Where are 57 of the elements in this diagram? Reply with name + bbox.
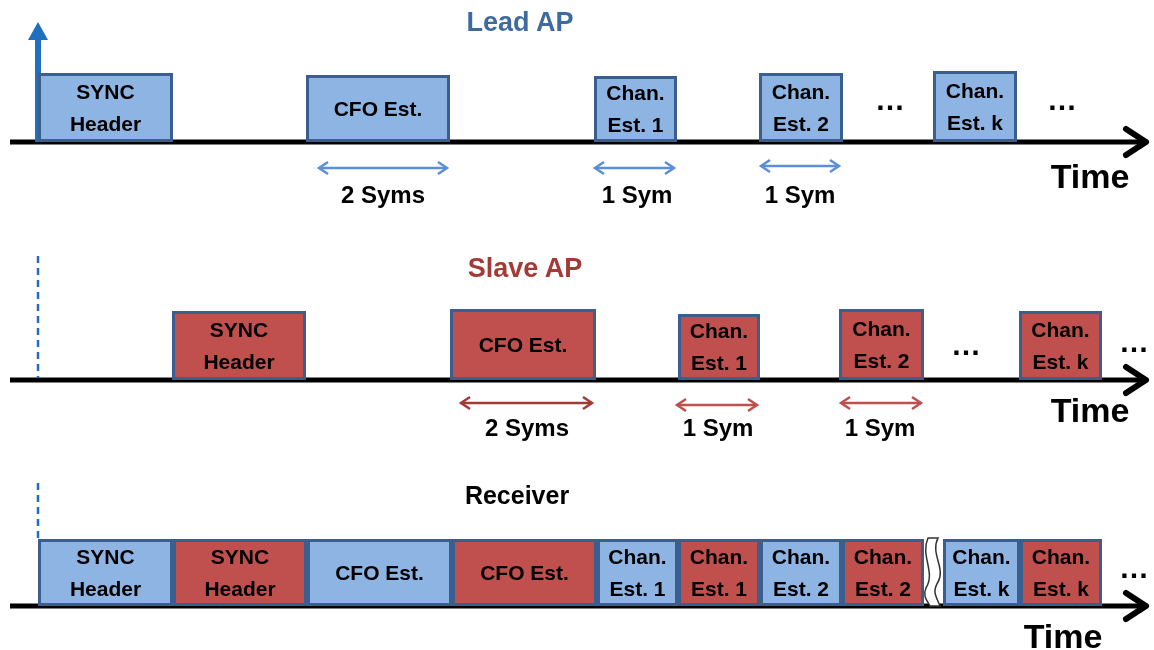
time-slot-block bbox=[1019, 311, 1102, 380]
duration-label: 1 Sym bbox=[601, 183, 673, 207]
block-label: CFO Est. bbox=[333, 95, 423, 122]
block-label: SYNC Header bbox=[203, 543, 277, 602]
time-slot-block bbox=[173, 539, 307, 606]
time-slot-block bbox=[1020, 539, 1102, 606]
section-title: Receiver bbox=[464, 482, 570, 508]
block-label: Chan. Est. 2 bbox=[852, 543, 914, 602]
duration-label: 1 Sym bbox=[844, 416, 916, 440]
ellipsis: … bbox=[1047, 85, 1077, 115]
block-label: Chan. Est. k bbox=[1030, 316, 1091, 375]
ellipsis: … bbox=[1119, 553, 1149, 583]
time-slot-block bbox=[307, 539, 452, 606]
time-slot-block bbox=[452, 539, 597, 606]
duration-label: 2 Syms bbox=[484, 416, 570, 440]
time-slot-block bbox=[842, 539, 924, 606]
time-slot-block bbox=[933, 71, 1017, 142]
time-slot-block bbox=[759, 73, 843, 142]
duration-label: 2 Syms bbox=[340, 183, 426, 207]
time-slot-block bbox=[678, 539, 760, 606]
time-slot-block bbox=[760, 539, 842, 606]
block-label: SYNC Header bbox=[68, 78, 143, 137]
block-label: CFO Est. bbox=[480, 559, 569, 586]
block-label: SYNC Header bbox=[202, 316, 276, 375]
block-label: Chan. Est. 1 bbox=[688, 543, 750, 602]
time-slot-block bbox=[38, 73, 173, 142]
section-title: Slave AP bbox=[467, 254, 583, 282]
section-title: Lead AP bbox=[466, 8, 574, 36]
block-label: Chan. Est. k bbox=[951, 543, 1012, 602]
duration-label: 1 Sym bbox=[682, 416, 754, 440]
block-label: Chan. Est. 1 bbox=[607, 543, 668, 602]
block-label: Chan. Est. k bbox=[1030, 543, 1092, 602]
axis-label: Time bbox=[1023, 619, 1103, 650]
time-slot-block bbox=[306, 75, 450, 142]
time-slot-block bbox=[172, 311, 306, 380]
block-label: Chan. Est. k bbox=[944, 77, 1006, 136]
time-slot-block bbox=[678, 314, 760, 380]
block-label: Chan. Est. 2 bbox=[770, 78, 832, 137]
block-label: Chan. Est. 1 bbox=[688, 318, 750, 376]
block-label: Chan. Est. 2 bbox=[851, 315, 912, 374]
time-slot-block bbox=[594, 76, 677, 142]
time-slot-block bbox=[943, 539, 1020, 606]
ellipsis: … bbox=[875, 85, 905, 115]
ellipsis: … bbox=[1119, 327, 1149, 357]
time-slot-block bbox=[38, 539, 173, 606]
duration-label: 1 Sym bbox=[764, 183, 836, 207]
time-slot-block bbox=[450, 309, 596, 380]
axis-label: Time bbox=[1050, 393, 1130, 427]
block-label: SYNC Header bbox=[68, 543, 143, 602]
time-slot-block bbox=[597, 539, 678, 606]
block-label: Chan. Est. 1 bbox=[605, 80, 666, 138]
axis-label: Time bbox=[1050, 159, 1130, 193]
time-slot-block bbox=[839, 309, 924, 380]
block-label: Chan. Est. 2 bbox=[770, 543, 832, 602]
block-label: CFO Est. bbox=[478, 331, 568, 358]
block-label: CFO Est. bbox=[335, 559, 424, 586]
ellipsis: … bbox=[951, 330, 981, 360]
